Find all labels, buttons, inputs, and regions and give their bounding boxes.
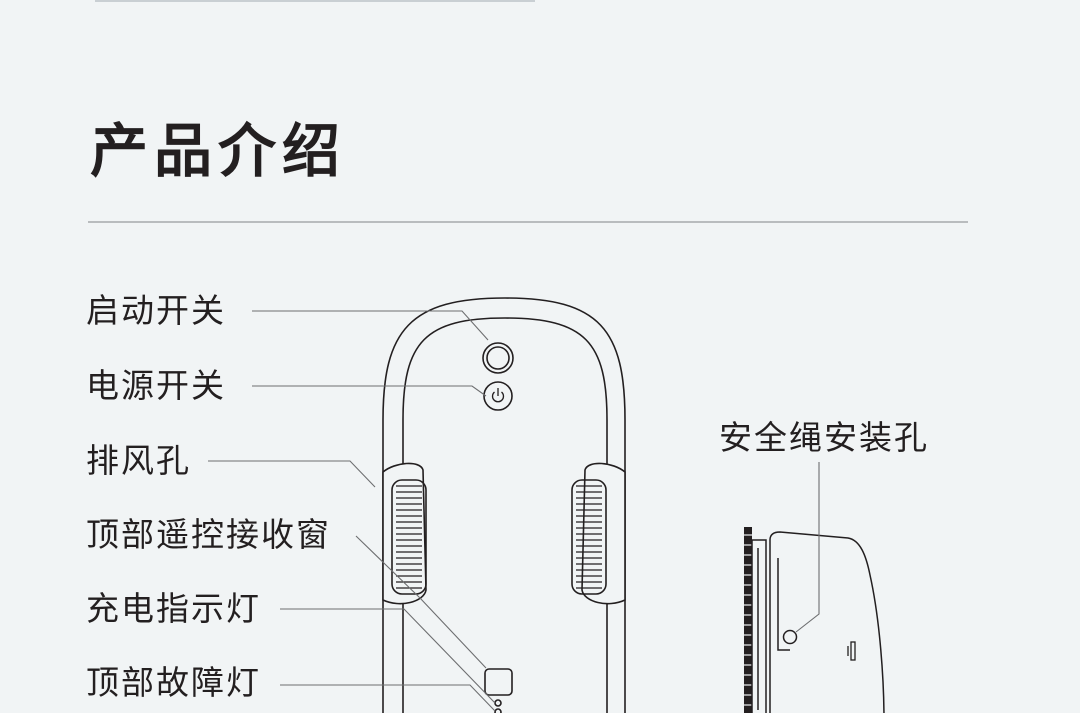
robot-outer-body — [382, 297, 626, 713]
exhaust-vent-right — [571, 462, 626, 605]
leader-charge-light — [280, 608, 496, 704]
side-pad-teeth — [744, 534, 752, 706]
charge-indicator-dot — [494, 699, 502, 707]
label-power-switch: 电源开关 — [86, 366, 226, 405]
start-button-drawing — [482, 342, 514, 374]
page-title: 产品介绍 — [90, 117, 347, 185]
title-divider — [88, 221, 968, 223]
side-pad-frame — [744, 527, 752, 713]
label-safety-rope-hole: 安全绳安装孔 — [719, 418, 929, 457]
leader-remote-receiver — [355, 535, 487, 669]
label-start-switch: 启动开关 — [86, 291, 226, 330]
label-remote-receiver: 顶部遥控接收窗 — [86, 515, 331, 554]
leader-start-switch — [252, 310, 489, 341]
safety-rope-hole — [782, 629, 798, 645]
side-body — [769, 531, 885, 713]
leader-fault-light — [280, 684, 496, 712]
remote-receiver-window — [484, 668, 513, 696]
exhaust-vent-left — [382, 462, 427, 605]
robot-inner-panel — [402, 317, 608, 713]
leader-lines — [208, 310, 820, 712]
leader-power-switch — [252, 385, 487, 397]
robot-front-view — [382, 297, 626, 713]
top-image-edge — [95, 0, 535, 2]
label-charge-light: 充电指示灯 — [86, 589, 261, 628]
power-icon — [491, 388, 505, 403]
power-button-drawing — [483, 381, 513, 411]
label-fault-light: 顶部故障灯 — [86, 663, 261, 702]
fault-indicator-dot — [494, 708, 502, 713]
side-latch — [847, 641, 856, 661]
leader-safety-rope-hole — [795, 462, 820, 633]
leader-exhaust-vent — [208, 460, 376, 488]
label-exhaust-vent: 排风孔 — [86, 441, 191, 480]
robot-side-view — [744, 527, 885, 713]
